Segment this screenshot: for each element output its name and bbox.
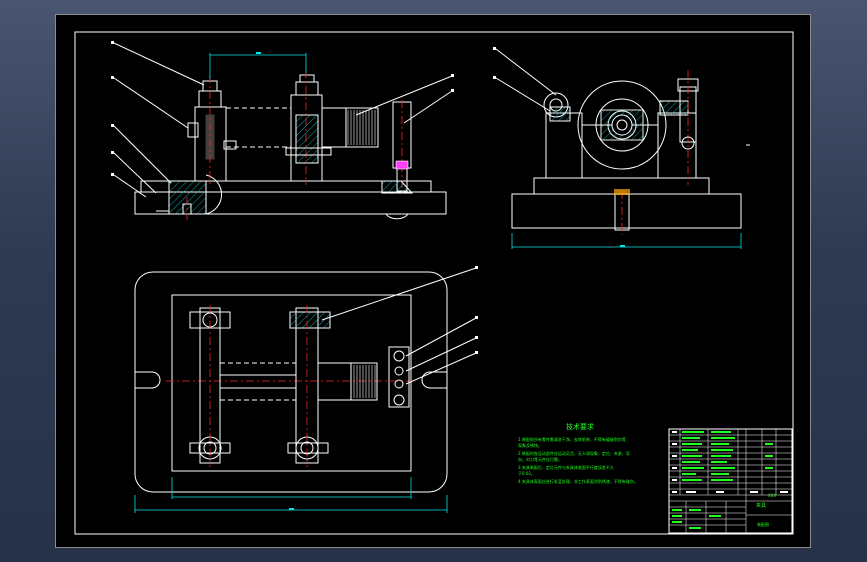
front-view [111,41,454,220]
tech-req-line-2: 现象及锈蚀。 [518,442,542,448]
technical-requirements: 技术要求 1.装配前所有零件需清洗干净，去除毛刺，不得有磕碰划伤等 现象及锈蚀。… [518,422,638,484]
side-view [493,47,750,249]
title-block-drawing-no: 装配图 [757,521,769,527]
title-block-name: 夹具 [756,502,766,509]
drawing-canvas[interactable]: 技术要求 1.装配前所有零件需清洗干净，去除毛刺，不得有磕碰划伤等 现象及锈蚀。… [55,14,811,548]
tech-req-title: 技术要求 [566,422,594,431]
title-block-company: XXX [768,493,776,498]
top-view [134,266,478,513]
title-block: 夹具 XXX 装配图 [668,428,793,534]
tech-req-line-1: 1.装配前所有零件需清洗干净，去除毛刺，不得有磕碰划伤等 [518,436,626,442]
tech-req-line-3: 2.装配时各运动部件应运动灵活，无卡滞现象，定位、夹紧、导 [518,450,630,456]
drawing-frame [74,31,794,535]
cad-drawing: 技术要求 1.装配前所有零件需清洗干净，去除毛刺，不得有磕碰划伤等 现象及锈蚀。… [74,31,794,535]
tech-req-line-7: 4.夹具体表面应进行发蓝处理，非工作表面涂防锈漆，不得有碰伤。 [518,478,638,484]
tech-req-line-6: 于0.02。 [518,471,535,476]
tech-req-line-5: 3.夹具装配后，定位元件与夹具体底面平行度误差不大 [518,464,614,470]
tech-req-line-4: 向、对刀等元件应可靠。 [518,456,562,462]
